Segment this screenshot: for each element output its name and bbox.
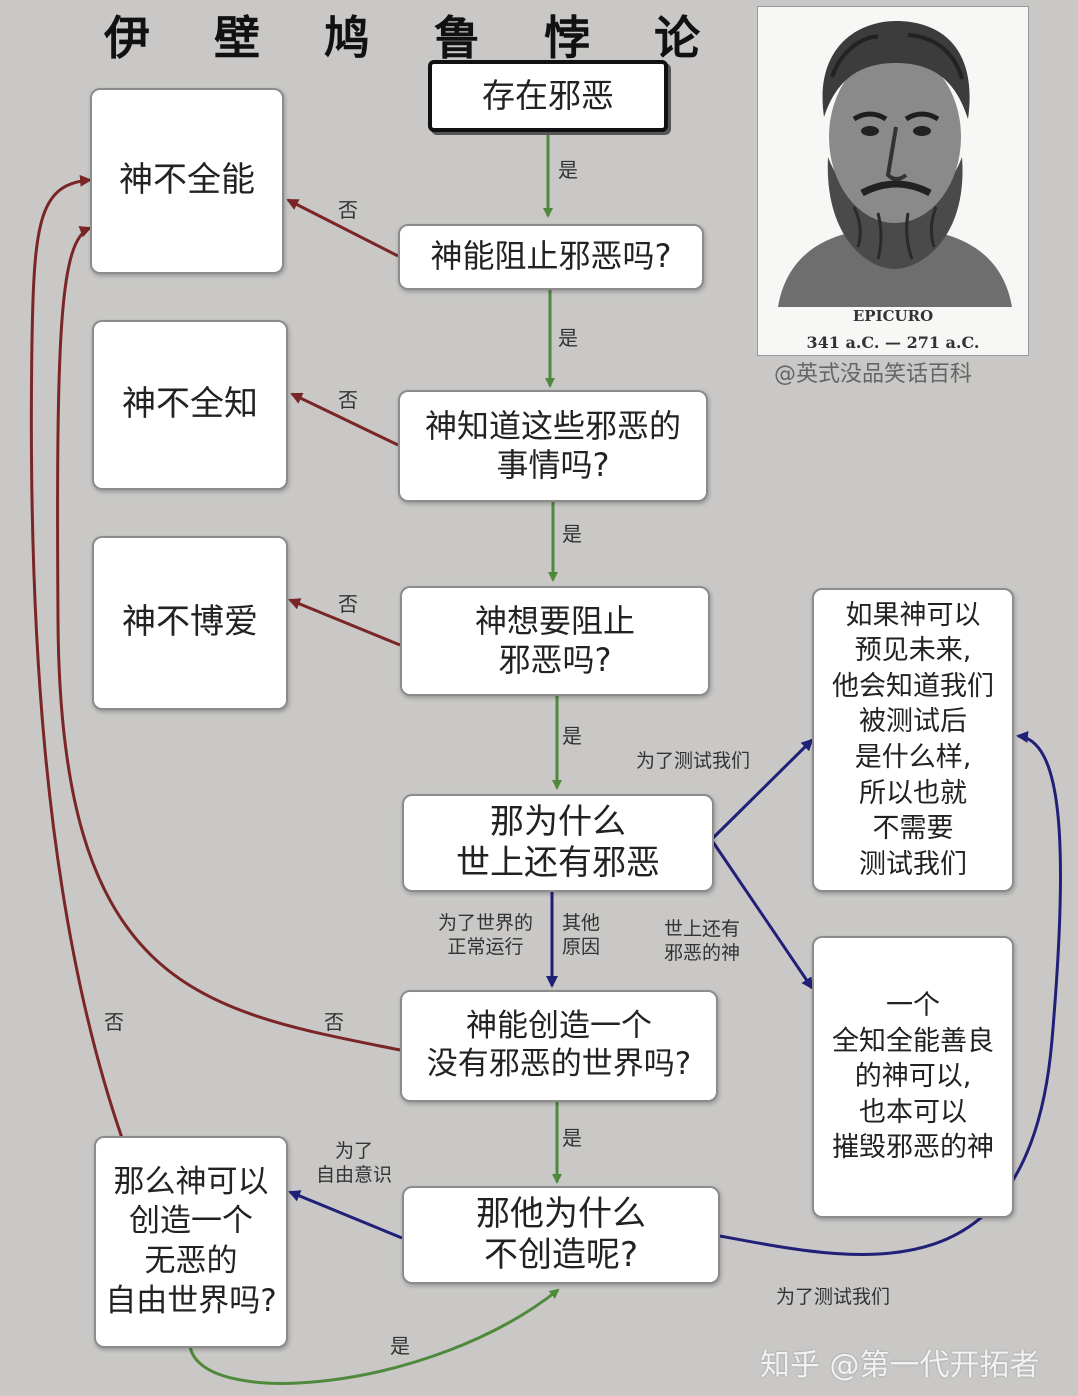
node-not-omniscient: 神不全知 <box>92 320 288 490</box>
node-note-foresee: 如果神可以 预见未来, 他会知道我们 被测试后 是什么样, 所以也就 不需要 测… <box>812 588 1014 892</box>
node-why-evil: 那为什么 世上还有邪恶 <box>402 794 714 892</box>
arrow-no-free-world <box>29 174 124 1139</box>
epicurus-portrait: EPICURO 341 a.C. — 271 a.C. <box>757 6 1029 356</box>
label-no-3: 否 <box>338 592 358 616</box>
arrow-why-not-to-free-world <box>288 1190 403 1240</box>
node-start: 存在邪恶 <box>428 60 668 132</box>
node-why-not: 那他为什么 不创造呢? <box>402 1186 720 1284</box>
label-yes-6: 是 <box>390 1334 410 1358</box>
arrow-why-not-to-test <box>719 730 1063 1256</box>
node-not-benevolent: 神不博爱 <box>92 536 288 710</box>
arrow-no-not-benevolent <box>288 598 401 647</box>
arrow-no-create-world <box>56 226 401 1052</box>
label-yes-3: 是 <box>562 522 582 546</box>
node-can-prevent: 神能阻止邪恶吗? <box>398 224 704 290</box>
label-yes-5: 是 <box>562 1126 582 1150</box>
label-for-free-will: 为了 自由意识 <box>316 1140 393 1186</box>
credit-bottom: 知乎 @第一代开拓者 <box>760 1348 1040 1383</box>
portrait-dates: 341 a.C. — 271 a.C. <box>806 333 980 352</box>
node-wants: 神想要阻止 邪恶吗? <box>400 586 710 696</box>
portrait-name: EPICURO <box>852 307 934 325</box>
node-knows: 神知道这些邪恶的 事情吗? <box>398 390 708 502</box>
label-for-world-operation: 为了世界的 正常运行 <box>438 912 534 958</box>
arrow-free-world-to-why-not <box>188 1288 560 1385</box>
label-no-1: 否 <box>338 198 358 222</box>
arrow-why-evil-to-test <box>711 738 814 840</box>
node-not-omnipotent: 神不全能 <box>90 88 284 274</box>
arrow-why-evil-to-evil-god <box>711 841 814 990</box>
label-yes-1: 是 <box>558 158 578 182</box>
label-yes-4: 是 <box>562 724 582 748</box>
page-title: 伊 壁 鸠 鲁 悖 论 <box>104 11 725 65</box>
label-to-test-us-1: 为了测试我们 <box>636 750 751 772</box>
label-no-2: 否 <box>338 388 358 412</box>
label-other-reasons: 其他 原因 <box>562 912 601 958</box>
arrow-no-not-omniscient <box>290 392 399 447</box>
node-note-destroy: 一个 全知全能善良 的神可以, 也本可以 摧毁邪恶的神 <box>812 936 1014 1218</box>
label-evil-god: 世上还有 邪恶的神 <box>664 918 741 964</box>
bust-illustration <box>778 21 1012 307</box>
node-create-world: 神能创造一个 没有邪恶的世界吗? <box>400 990 718 1102</box>
label-yes-2: 是 <box>558 326 578 350</box>
label-to-test-us-2: 为了测试我们 <box>776 1286 891 1308</box>
label-no-5: 否 <box>104 1010 124 1034</box>
credit-top: @英式没品笑话百科 <box>774 362 973 387</box>
label-no-4: 否 <box>324 1010 344 1034</box>
arrow-no-not-omnipotent <box>286 198 399 258</box>
node-free-world: 那么神可以 创造一个 无恶的 自由世界吗? <box>94 1136 288 1348</box>
